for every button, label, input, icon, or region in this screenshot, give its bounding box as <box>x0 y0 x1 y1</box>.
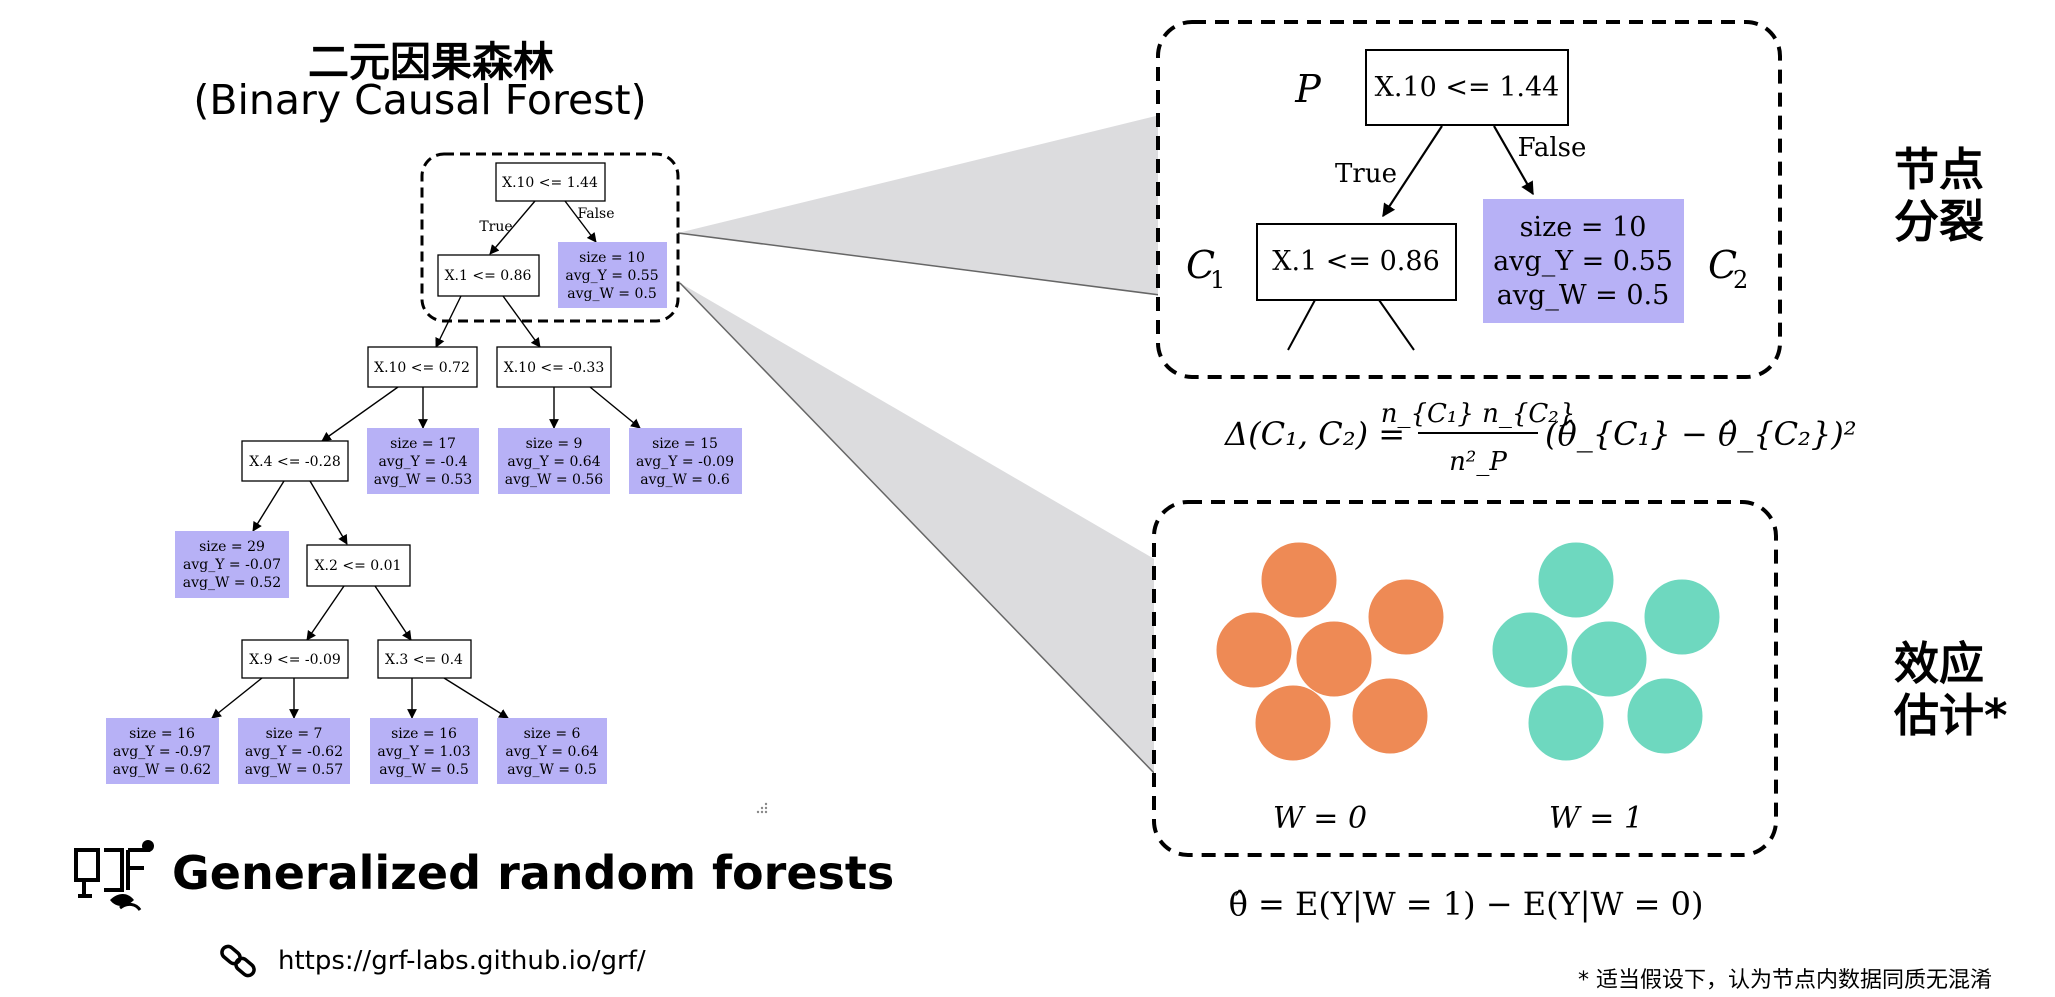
w0-group <box>1215 541 1445 762</box>
svg-text:avg_Y = -0.07: avg_Y = -0.07 <box>183 557 281 573</box>
title-english: (Binary Causal Forest) <box>193 76 647 124</box>
split-node-x10-right: X.10 <= -0.33 <box>496 346 612 388</box>
svg-text:avg_Y = 0.55: avg_Y = 0.55 <box>565 268 658 284</box>
zoom-wedge-top <box>678 115 1160 295</box>
svg-text:X.4 <= -0.28: X.4 <= -0.28 <box>249 454 341 470</box>
svg-text:X.3 <= 0.4: X.3 <= 0.4 <box>385 652 463 668</box>
split-node-root: X.10 <= 1.44 <box>495 162 606 202</box>
side-label-effect: 效应 估计* <box>1894 638 2008 742</box>
side-label-split-line2: 分裂 <box>1894 195 1985 248</box>
svg-text:avg_W = 0.5: avg_W = 0.5 <box>507 762 597 778</box>
svg-text:n_{C₁} n_{C₂}: n_{C₁} n_{C₂} <box>1381 399 1576 429</box>
w1-label: W = 1 <box>1549 801 1643 836</box>
svg-text:X.9 <= -0.09: X.9 <= -0.09 <box>249 652 341 668</box>
svg-text:X.2 <= 0.01: X.2 <= 0.01 <box>315 558 402 574</box>
svg-text:avg_Y = 0.64: avg_Y = 0.64 <box>505 744 598 760</box>
svg-text:X.10 <= -0.33: X.10 <= -0.33 <box>504 360 605 376</box>
leaf-node-c: size = 9 avg_Y = 0.64 avg_W = 0.56 <box>498 428 610 494</box>
svg-text:C: C <box>1186 243 1215 287</box>
svg-text:avg_W = 0.57: avg_W = 0.57 <box>245 762 343 778</box>
zoom-false-label: False <box>1518 133 1587 163</box>
false-label: False <box>577 206 614 222</box>
c2-label: C 2 <box>1708 243 1748 294</box>
svg-text:avg_Y = -0.97: avg_Y = -0.97 <box>113 744 211 760</box>
svg-text:X.1 <= 0.86: X.1 <= 0.86 <box>445 268 532 284</box>
svg-text:C: C <box>1708 243 1737 287</box>
zoom-root-node: X.10 <= 1.44 <box>1365 49 1569 126</box>
svg-text:avg_W = 0.52: avg_W = 0.52 <box>183 575 281 591</box>
svg-text:size = 10: size = 10 <box>1520 212 1647 243</box>
side-label-split-line1: 节点 <box>1894 143 1985 196</box>
svg-text:Δ(C₁, C₂) =: Δ(C₁, C₂) = <box>1223 415 1405 453</box>
svg-text:n²_P: n²_P <box>1449 447 1507 477</box>
zoom-c1-node: X.1 <= 0.86 <box>1256 223 1457 301</box>
p-label: P <box>1294 67 1322 111</box>
grf-logo-icon <box>74 840 154 911</box>
side-label-effect-line1: 效应 <box>1894 637 1985 690</box>
split-node-x3: X.3 <= 0.4 <box>377 639 472 679</box>
split-node-x2: X.2 <= 0.01 <box>306 544 411 587</box>
split-node-x4: X.4 <= -0.28 <box>241 440 349 482</box>
split-node-x9: X.9 <= -0.09 <box>241 639 349 679</box>
grf-title: Generalized random forests <box>172 846 895 900</box>
leaf-node-a: size = 10 avg_Y = 0.55 avg_W = 0.5 <box>558 242 667 308</box>
leaf-node-g: size = 7 avg_Y = -0.62 avg_W = 0.57 <box>238 718 350 784</box>
side-label-split: 节点 分裂 <box>1894 144 1984 248</box>
svg-text:size = 10: size = 10 <box>579 250 645 266</box>
svg-text:avg_W = 0.62: avg_W = 0.62 <box>113 762 211 778</box>
svg-text:X.10 <= 1.44: X.10 <= 1.44 <box>502 175 598 191</box>
leaf-node-e: size = 29 avg_Y = -0.07 avg_W = 0.52 <box>175 531 289 598</box>
w0-label: W = 0 <box>1273 801 1367 836</box>
split-node-x10-left: X.10 <= 0.72 <box>367 346 478 388</box>
title-chinese: 二元因果森林 <box>308 38 554 86</box>
svg-text:avg_W = 0.5: avg_W = 0.5 <box>1497 280 1670 311</box>
svg-text:size = 7: size = 7 <box>266 726 323 742</box>
svg-text:avg_Y = -0.4: avg_Y = -0.4 <box>378 454 467 470</box>
zoom-true-label: True <box>1335 159 1397 189</box>
zoom-c2-leaf: size = 10 avg_Y = 0.55 avg_W = 0.5 <box>1483 199 1684 323</box>
link-icon <box>220 944 256 978</box>
svg-text:size = 15: size = 15 <box>652 436 718 452</box>
svg-text:avg_Y = -0.09: avg_Y = -0.09 <box>636 454 734 470</box>
leaf-node-f: size = 16 avg_Y = -0.97 avg_W = 0.62 <box>106 718 219 784</box>
svg-text:avg_W = 0.53: avg_W = 0.53 <box>374 472 472 488</box>
split-node-x1: X.1 <= 0.86 <box>437 254 540 297</box>
svg-text:avg_Y = 0.64: avg_Y = 0.64 <box>507 454 600 470</box>
split-formula: Δ(C₁, C₂) = n_{C₁} n_{C₂} n²_P (θ̂_{C₁} … <box>1223 399 1857 477</box>
svg-text:size = 29: size = 29 <box>199 539 265 555</box>
svg-text:avg_Y = 0.55: avg_Y = 0.55 <box>1493 246 1673 277</box>
svg-text:avg_W = 0.6: avg_W = 0.6 <box>640 472 730 488</box>
c1-label: C 1 <box>1186 243 1225 294</box>
svg-text:avg_W = 0.5: avg_W = 0.5 <box>379 762 469 778</box>
svg-text:(θ̂_{C₁} − θ̂_{C₂})²: (θ̂_{C₁} − θ̂_{C₂})² <box>1545 415 1857 453</box>
svg-text:size = 9: size = 9 <box>526 436 583 452</box>
svg-text:avg_W = 0.56: avg_W = 0.56 <box>505 472 604 488</box>
svg-text:size = 16: size = 16 <box>129 726 195 742</box>
svg-text:avg_W = 0.5: avg_W = 0.5 <box>567 286 657 302</box>
leaf-node-i: size = 6 avg_Y = 0.64 avg_W = 0.5 <box>497 718 607 784</box>
svg-text:X.10 <= 0.72: X.10 <= 0.72 <box>374 360 470 376</box>
tree-edges <box>211 200 641 719</box>
footnote: * 适当假设下，认为节点内数据同质无混淆 <box>1578 968 1992 993</box>
svg-text:avg_Y = 1.03: avg_Y = 1.03 <box>377 744 470 760</box>
svg-text:2: 2 <box>1733 266 1748 294</box>
leaf-node-d: size = 15 avg_Y = -0.09 avg_W = 0.6 <box>629 428 742 494</box>
leaf-node-h: size = 16 avg_Y = 1.03 avg_W = 0.5 <box>370 718 478 784</box>
svg-text:avg_Y = -0.62: avg_Y = -0.62 <box>245 744 343 760</box>
w1-group <box>1491 541 1721 762</box>
highlight-box <box>420 152 680 323</box>
effect-formula: θ̂ = E(Y|W = 1) − E(Y|W = 0) <box>1229 885 1704 923</box>
svg-text:X.10 <= 1.44: X.10 <= 1.44 <box>1375 72 1560 103</box>
svg-text:size = 17: size = 17 <box>390 436 456 452</box>
true-label: True <box>479 219 512 235</box>
svg-text:size = 6: size = 6 <box>524 726 581 742</box>
svg-text:1: 1 <box>1210 266 1225 294</box>
svg-text:X.1 <= 0.86: X.1 <= 0.86 <box>1272 246 1440 277</box>
side-label-effect-line2: 估计* <box>1894 689 2008 742</box>
grf-link[interactable]: https://grf-labs.github.io/grf/ <box>278 946 646 976</box>
resize-grip-icon <box>756 802 768 814</box>
leaf-node-b: size = 17 avg_Y = -0.4 avg_W = 0.53 <box>367 428 479 494</box>
svg-text:size = 16: size = 16 <box>391 726 457 742</box>
